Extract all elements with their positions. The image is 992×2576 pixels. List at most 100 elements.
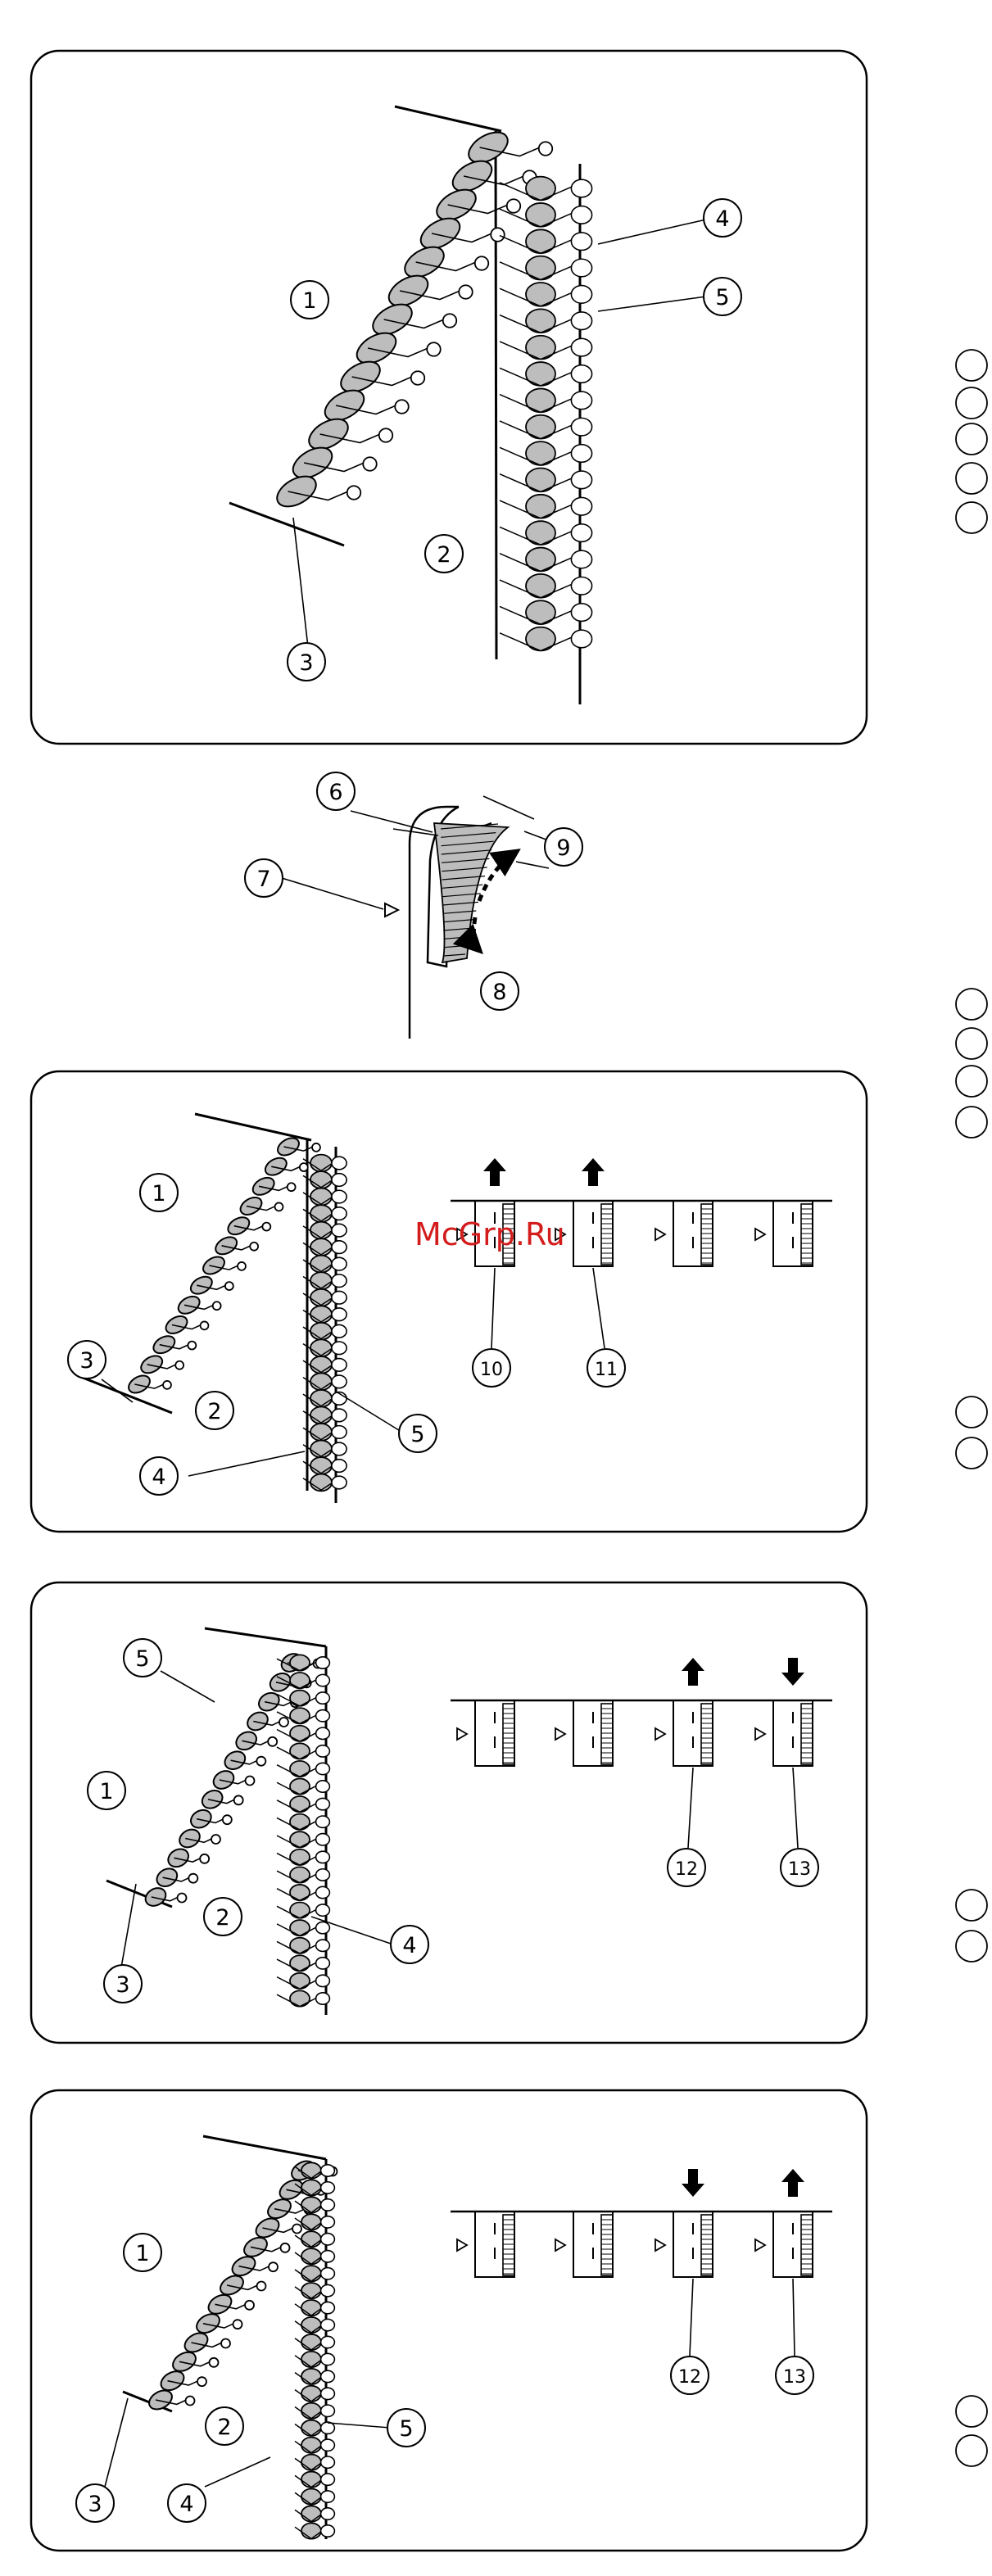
callout-p3-4: 4 [391,1926,428,1963]
chain-stitch [500,388,592,412]
chain-stitch [295,2403,334,2419]
upper-stitch [151,1333,197,1357]
chain-stitch [295,2369,334,2384]
svg-text:12: 12 [678,2367,701,2388]
callout-p3-3: 3 [104,1965,142,2003]
panel-1 [31,51,867,744]
callout-2: 2 [425,535,463,573]
chain-stitch [303,1272,347,1289]
watermark-text: McGrp.Ru [414,1216,565,1252]
upper-stitch [211,1768,255,1792]
panel-2-dial-row [451,1158,832,1348]
chain-stitch [500,468,592,491]
callout-8: 8 [481,972,519,1010]
callout-p4-13: 13 [776,2356,813,2394]
callout-p3-2: 2 [204,1898,242,1935]
svg-text:2: 2 [215,1905,229,1931]
margin-circle [956,2435,987,2466]
callout-p4-12: 12 [671,2356,709,2394]
upper-stitch [138,1352,184,1377]
callout-p4-1: 1 [124,2234,161,2271]
margin-circle [956,1066,987,1097]
chain-stitch [500,548,592,572]
arrow-up-icon [483,1158,506,1186]
chain-stitch [295,2300,334,2316]
chain-stitch [295,2266,334,2281]
chain-stitch [303,1373,347,1390]
svg-text:5: 5 [715,285,729,310]
svg-text:1: 1 [99,1779,113,1804]
svg-text:5: 5 [410,1422,424,1447]
chain-stitch [277,1814,329,1830]
chain-stitch [500,229,592,253]
callout-p3-5: 5 [124,1639,161,1677]
chain-stitch [303,1222,347,1239]
svg-text:4: 4 [715,206,729,232]
svg-text:2: 2 [217,2415,231,2440]
chain-stitch [295,2523,334,2538]
svg-text:12: 12 [675,1859,698,1880]
chain-stitch [295,2283,334,2298]
chain-stitch [295,2231,334,2247]
chain-stitch [303,1256,347,1273]
chain-stitch [277,1743,329,1759]
chain-stitch [295,2248,334,2264]
upper-stitch [272,470,360,513]
panel-1-frame [31,51,867,744]
callout-p2-1: 1 [140,1174,178,1211]
panel-3-lower-chain-stitch [277,1655,329,2006]
svg-text:4: 4 [402,1933,416,1958]
chain-stitch [303,1171,347,1188]
chain-stitch [303,1339,347,1356]
svg-text:7: 7 [256,867,270,892]
callout-3: 3 [288,643,325,681]
chain-stitch [500,441,592,465]
callout-p4-5: 5 [387,2409,425,2447]
chain-stitch [500,521,592,545]
svg-text:4: 4 [179,2492,193,2517]
svg-text:2: 2 [437,542,451,568]
chain-stitch [295,2438,334,2453]
callout-9: 9 [545,828,582,866]
margin-circle [956,2396,987,2427]
margin-circle [956,463,987,494]
chain-stitch [303,1155,347,1172]
callout-p4-2: 2 [206,2407,243,2445]
chain-stitch [277,1867,329,1882]
chain-stitch [277,1885,329,1900]
arrow-down-dashed [473,917,479,950]
upper-stitch [199,1787,243,1812]
margin-circle [956,502,987,533]
svg-text:2: 2 [207,1399,221,1424]
svg-text:13: 13 [783,2367,806,2388]
tension-dial-unit [555,2212,613,2277]
chain-stitch [303,1457,347,1474]
chain-stitch [295,2506,334,2521]
upper-stitch [176,1826,220,1850]
arrow-up-icon [582,1158,605,1186]
upper-stitch [125,1372,171,1397]
tension-dial-unit [457,2212,514,2277]
callout-7: 7 [245,859,283,897]
margin-circle [956,1397,987,1428]
svg-text:3: 3 [116,1972,129,1998]
chain-stitch [500,283,592,306]
panel-4-lower-chain-stitch [295,2162,334,2538]
upper-stitch [233,1728,277,1753]
chain-stitch [277,1903,329,1918]
callout-p4-3: 3 [76,2484,114,2522]
upper-stitch [143,1885,187,1909]
arrow-up-icon [682,1658,704,1686]
margin-circle [956,989,987,1020]
upper-stitch [200,1253,246,1278]
chain-stitch [277,1849,329,1865]
svg-text:13: 13 [788,1859,811,1880]
margin-circle [956,1437,987,1469]
margin-circle [956,387,987,419]
chain-stitch [500,362,592,386]
chain-stitch [295,2488,334,2504]
chain-stitch [500,309,592,333]
margin-circle [956,350,987,381]
chain-stitch [277,1831,329,1847]
